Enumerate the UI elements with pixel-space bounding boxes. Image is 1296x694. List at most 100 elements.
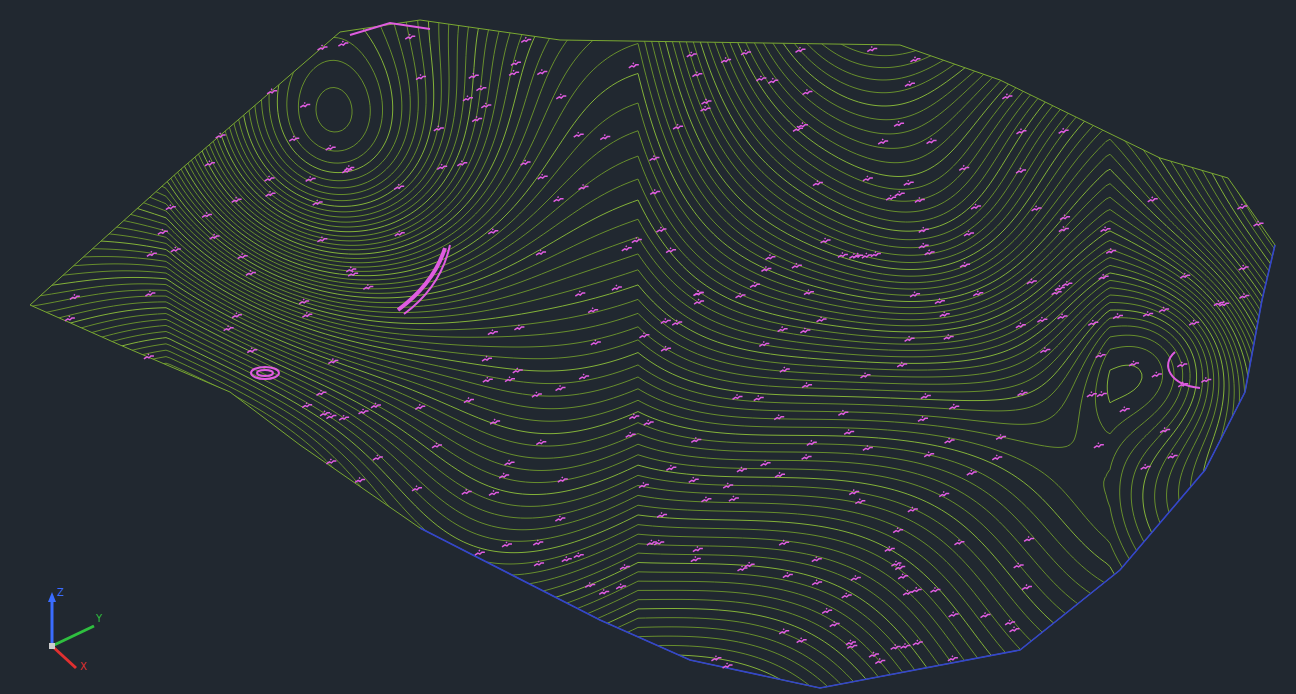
- feature-marks: [251, 23, 1200, 388]
- point-marker: [759, 341, 769, 346]
- point-marker: [246, 270, 256, 275]
- point-marker: [521, 37, 531, 42]
- point-marker: [488, 229, 498, 234]
- contour-line: [287, 0, 1296, 163]
- point-marker: [483, 377, 493, 382]
- point-marker: [822, 608, 832, 613]
- point-marker: [733, 394, 743, 399]
- point-marker: [247, 348, 257, 353]
- point-marker: [649, 156, 659, 161]
- point-marker: [475, 550, 485, 555]
- point-marker: [405, 34, 415, 39]
- point-marker: [919, 227, 929, 232]
- point-marker: [1024, 536, 1034, 541]
- point-marker: [802, 383, 812, 388]
- point-marker: [363, 284, 373, 289]
- point-marker: [992, 455, 1002, 460]
- point-marker: [629, 63, 639, 68]
- point-marker: [867, 47, 877, 52]
- contour-line: [223, 0, 1296, 276]
- contour-line: [179, 0, 1296, 350]
- point-marker: [661, 318, 671, 323]
- point-marker: [908, 507, 918, 512]
- contour-line: [205, 0, 1296, 307]
- point-marker: [849, 490, 859, 495]
- point-marker: [737, 467, 747, 472]
- point-marker: [913, 640, 923, 645]
- point-marker: [521, 160, 531, 165]
- point-marker: [779, 629, 789, 634]
- point-marker: [1201, 377, 1211, 382]
- point-marker: [588, 308, 598, 313]
- contour-line: [85, 0, 1296, 392]
- point-marker: [691, 557, 701, 562]
- point-marker: [1237, 204, 1247, 209]
- point-marker: [629, 414, 639, 419]
- point-marker: [317, 237, 327, 242]
- point-marker: [166, 205, 176, 210]
- axis-label: Z: [57, 588, 64, 598]
- point-marker: [302, 312, 312, 317]
- contour-line: [0, 0, 1296, 582]
- point-marker: [944, 334, 954, 339]
- point-marker: [795, 47, 805, 52]
- point-marker: [1052, 290, 1062, 295]
- point-marker: [694, 299, 704, 304]
- contour-line: [0, 0, 1296, 555]
- point-marker: [711, 656, 721, 661]
- contour-line: [0, 0, 1296, 637]
- point-marker: [328, 359, 338, 364]
- point-marker: [205, 161, 215, 166]
- point-marker: [1016, 129, 1026, 134]
- point-marker: [768, 78, 778, 83]
- point-marker: [778, 327, 788, 332]
- point-marker: [1088, 320, 1098, 325]
- point-marker: [502, 542, 512, 547]
- point-marker: [1037, 317, 1047, 322]
- point-marker: [394, 184, 404, 189]
- point-marker: [313, 200, 323, 205]
- point-marker: [765, 255, 775, 260]
- point-marker: [472, 117, 482, 122]
- point-marker: [954, 540, 964, 545]
- point-marker: [702, 99, 712, 104]
- point-marker: [1189, 320, 1199, 325]
- point-marker: [355, 477, 365, 482]
- point-marker: [650, 189, 660, 194]
- contour-line: [0, 0, 1296, 628]
- point-marker: [804, 290, 814, 295]
- point-marker: [612, 285, 622, 290]
- point-marker: [693, 547, 703, 552]
- point-marker: [750, 282, 760, 287]
- point-marker: [558, 477, 568, 482]
- point-marker: [930, 587, 940, 592]
- point-marker: [821, 238, 831, 243]
- point-marker: [921, 394, 931, 399]
- point-marker: [591, 340, 601, 345]
- contour-line: [0, 0, 1296, 506]
- point-marker: [1014, 563, 1024, 568]
- point-marker: [693, 290, 703, 295]
- point-marker: [574, 132, 584, 137]
- point-marker: [1120, 407, 1130, 412]
- point-marker: [1148, 197, 1158, 202]
- point-marker: [412, 486, 422, 491]
- point-marker: [910, 292, 920, 297]
- contour-line: [185, 0, 1296, 338]
- point-marker: [299, 299, 309, 304]
- point-marker: [949, 404, 959, 409]
- contour-line: [0, 0, 1296, 564]
- point-marker: [949, 612, 959, 617]
